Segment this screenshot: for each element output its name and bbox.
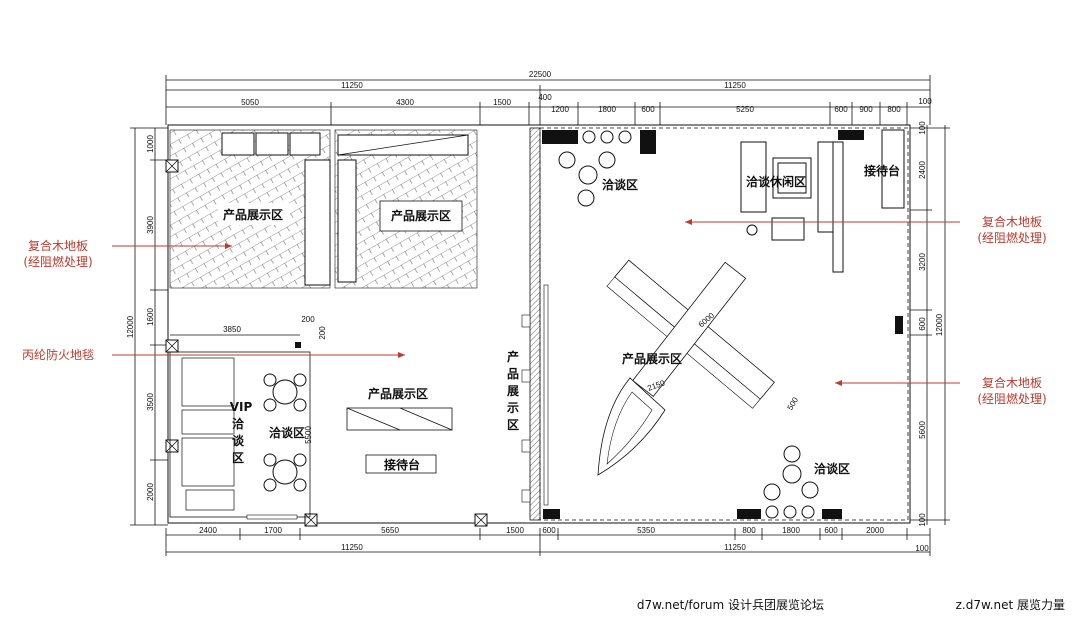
dim-top-600b: 600 xyxy=(834,105,848,114)
dim-bot-1500: 1500 xyxy=(506,526,524,535)
boat-stage xyxy=(597,377,666,476)
dimension-texts: 22500 11250 11250 5050 4300 1500 400 120… xyxy=(126,70,944,553)
dim-bot-600b: 600 xyxy=(824,526,838,535)
right-fixtures xyxy=(542,129,905,519)
note-floor-right-top-2: (经阻燃处理) xyxy=(977,230,1046,245)
dim-right-5600: 5600 xyxy=(918,421,927,439)
dim-right-3200: 3200 xyxy=(918,253,927,271)
zone-product-vert-2: 品 xyxy=(507,367,519,381)
zone-product-vert-1: 产 xyxy=(507,349,519,364)
zone-vip-3: 谈 xyxy=(232,433,245,448)
zone-product-4: 产品展示区 xyxy=(622,351,682,366)
wood-floor-left xyxy=(169,129,478,289)
dim-small-200b: 200 xyxy=(318,326,327,340)
diagonal-display-b xyxy=(632,261,747,398)
dim-left-2000: 2000 xyxy=(146,483,155,501)
dim-bot-100: 100 xyxy=(915,544,929,553)
dim-bot-1700: 1700 xyxy=(264,526,282,535)
material-annotations: 复合木地板 (经阻燃处理) 丙纶防火地毯 复合木地板 (经阻燃处理) 复合木地板… xyxy=(22,214,1047,406)
dim-bot-1800: 1800 xyxy=(782,526,800,535)
dim-right-100b: 100 xyxy=(918,513,927,527)
note-carpet: 丙纶防火地毯 xyxy=(22,347,94,362)
dim-bot-half-left: 11250 xyxy=(341,543,363,552)
zone-labels: 产品展示区 产品展示区 产品展示区 产品展示区 产 品 展 示 区 洽谈区 洽谈… xyxy=(223,163,900,476)
dim-bot-600: 600 xyxy=(542,526,556,535)
watermark: d7w.net/forum 设计兵团展览论坛 z.d7w.net 展览力量 xyxy=(637,597,1065,612)
zone-product-1: 产品展示区 xyxy=(223,207,283,222)
watermark-site: z.d7w.net 展览力量 xyxy=(956,597,1065,612)
dim-left-3500: 3500 xyxy=(146,393,155,411)
dim-top-half-right: 11250 xyxy=(724,81,746,90)
zone-vip-1: VIP xyxy=(230,400,253,414)
dimension-lines xyxy=(130,75,950,556)
central-wall xyxy=(521,127,549,521)
dim-top-5050: 5050 xyxy=(241,98,259,107)
zone-negotiation-1: 洽谈区 xyxy=(602,177,638,192)
dim-bot-half-right: 11250 xyxy=(724,543,746,552)
zone-vip-4: 区 xyxy=(232,451,244,465)
zone-product-3: 产品展示区 xyxy=(368,386,428,401)
note-floor-left-2: (经阻燃处理) xyxy=(23,254,92,269)
dim-top-100: 100 xyxy=(918,97,932,106)
dim-bot-2400: 2400 xyxy=(199,526,217,535)
dim-right-total: 12000 xyxy=(935,313,944,336)
dim-top-1800: 1800 xyxy=(598,105,616,114)
note-floor-right-bot-2: (经阻燃处理) xyxy=(977,391,1046,406)
vip-room xyxy=(169,334,311,520)
dim-bot-2000: 2000 xyxy=(866,526,884,535)
dim-vip-3850: 3850 xyxy=(223,325,241,334)
dim-total: 22500 xyxy=(529,70,552,79)
dim-top-1500: 1500 xyxy=(493,98,511,107)
dim-bot-800: 800 xyxy=(742,526,756,535)
zone-vip-2: 洽 xyxy=(232,416,245,431)
dim-left-1600: 1600 xyxy=(146,308,155,326)
dim-small-200a: 200 xyxy=(301,315,315,324)
zone-reception-1: 接待台 xyxy=(864,163,900,178)
zone-product-vert-3: 展 xyxy=(507,384,519,398)
dim-top-600: 600 xyxy=(641,105,655,114)
dim-right-600: 600 xyxy=(918,317,927,331)
dim-top-half-left: 11250 xyxy=(341,81,363,90)
dim-bot-5650: 5650 xyxy=(381,526,399,535)
dim-left-3900: 3900 xyxy=(146,216,155,234)
dim-top-400: 400 xyxy=(538,93,552,102)
dim-top-900: 900 xyxy=(859,105,873,114)
dim-top-1200: 1200 xyxy=(551,105,569,114)
zone-product-vert-4: 示 xyxy=(506,401,519,415)
zone-reception-2: 接待台 xyxy=(384,457,420,472)
dim-top-5250: 5250 xyxy=(736,105,754,114)
note-floor-right-top-1: 复合木地板 xyxy=(982,214,1042,229)
zone-negotiation-3: 洽谈区 xyxy=(814,461,850,476)
watermark-forum: d7w.net/forum 设计兵团展览论坛 xyxy=(637,597,824,612)
dim-left-1000: 1000 xyxy=(146,135,155,153)
zone-product-vert-5: 区 xyxy=(507,418,519,432)
zone-negotiation-2: 洽谈区 xyxy=(269,425,305,440)
dim-top-800: 800 xyxy=(887,105,901,114)
dim-right-2400: 2400 xyxy=(918,161,927,179)
dim-right-100a: 100 xyxy=(918,121,927,135)
dim-bot-5350: 5350 xyxy=(637,526,655,535)
zone-product-2: 产品展示区 xyxy=(391,208,451,223)
note-floor-right-bot-1: 复合木地板 xyxy=(982,375,1042,390)
note-floor-left-1: 复合木地板 xyxy=(28,238,88,253)
center-fixtures xyxy=(346,407,453,474)
dim-booth-500: 500 xyxy=(786,395,801,412)
dim-left-total: 12000 xyxy=(126,315,135,338)
dim-top-4300: 4300 xyxy=(396,98,414,107)
zone-leisure: 洽谈休闲区 xyxy=(746,174,806,189)
dim-inner-5500: 5500 xyxy=(304,426,313,444)
column-markers xyxy=(165,159,488,527)
